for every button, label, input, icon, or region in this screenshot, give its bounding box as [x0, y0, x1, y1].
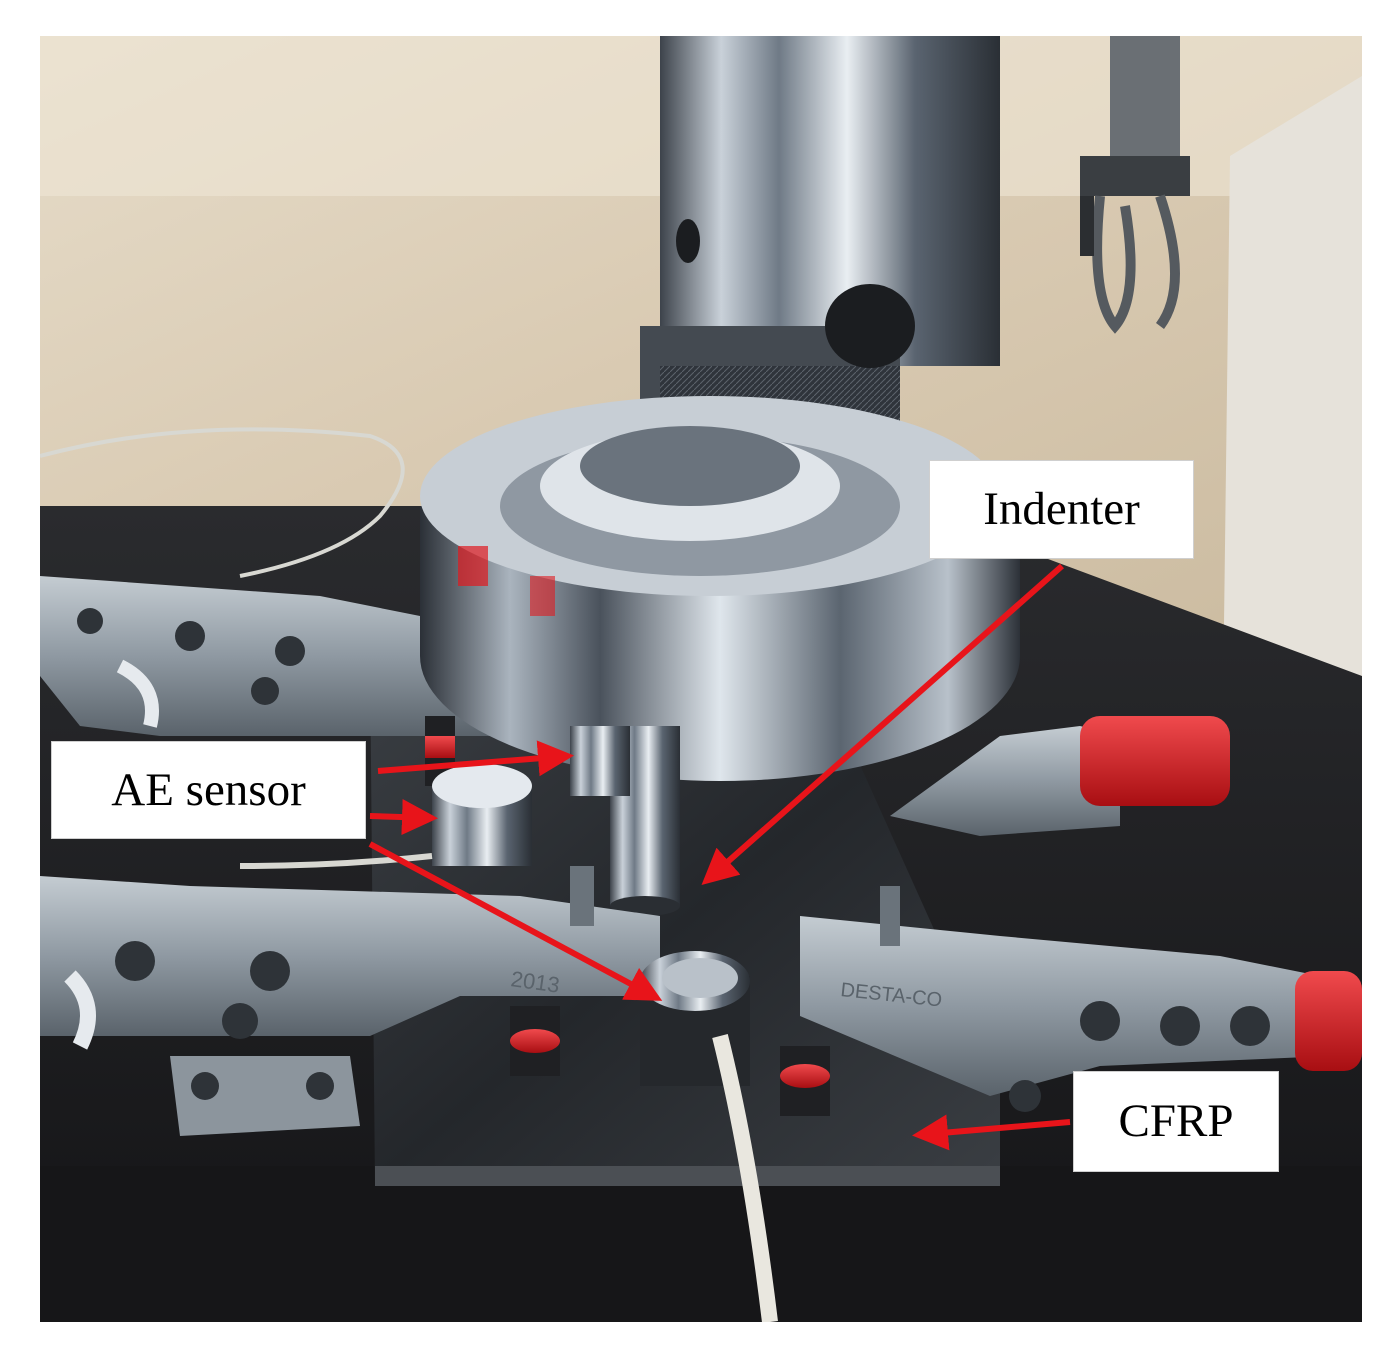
ae-sensor-label: AE sensor — [51, 741, 366, 839]
indenter-label: Indenter — [929, 460, 1194, 559]
cfrp-label: CFRP — [1073, 1071, 1279, 1172]
photo-frame: 2013 DESTA-CO Indenter AE sensor CFRP — [40, 36, 1362, 1322]
